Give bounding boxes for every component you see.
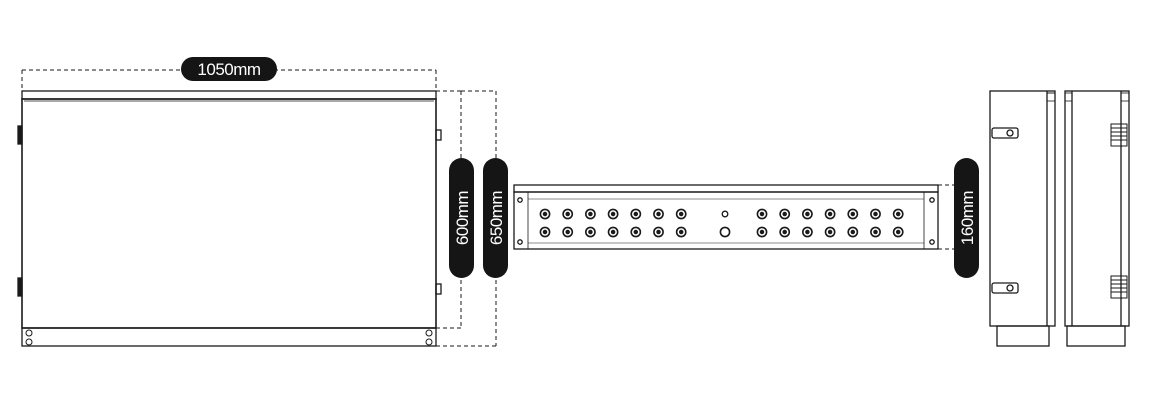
width-dimension: 1050mm bbox=[21, 57, 437, 91]
cable-gland bbox=[756, 208, 768, 220]
cable-glands bbox=[539, 208, 904, 238]
cable-gland-center bbox=[678, 229, 684, 235]
cable-gland bbox=[630, 208, 642, 220]
cable-gland bbox=[653, 226, 664, 238]
cable-gland bbox=[607, 208, 619, 220]
cable-gland-center bbox=[759, 211, 765, 217]
height-600-pill: 600mm bbox=[449, 158, 474, 278]
side-view-left bbox=[989, 90, 1056, 347]
front-view bbox=[17, 90, 442, 347]
cable-gland bbox=[847, 208, 859, 220]
cable-gland-center bbox=[656, 229, 661, 235]
cable-gland bbox=[824, 226, 836, 238]
cable-gland-center bbox=[895, 211, 901, 217]
cable-gland bbox=[539, 208, 551, 220]
height-650-pill: 650mm bbox=[483, 158, 508, 278]
cable-gland bbox=[719, 226, 731, 238]
height-600-label: 600mm bbox=[453, 191, 472, 246]
cable-gland bbox=[847, 226, 859, 238]
cable-gland-center bbox=[782, 229, 787, 235]
width-label: 1050mm bbox=[197, 60, 260, 79]
side-hinges bbox=[1110, 123, 1128, 299]
cable-gland bbox=[653, 208, 664, 220]
cable-gland-center bbox=[633, 229, 639, 235]
cable-gland-center bbox=[588, 229, 593, 235]
cable-gland-center bbox=[805, 229, 810, 235]
bottom-view bbox=[513, 184, 939, 250]
cable-gland bbox=[585, 226, 596, 238]
cable-gland bbox=[756, 226, 768, 238]
cable-gland-center bbox=[895, 229, 901, 235]
cable-gland-center bbox=[873, 229, 878, 235]
cable-gland-center bbox=[588, 211, 593, 217]
cable-gland-center bbox=[610, 229, 616, 235]
cable-gland bbox=[675, 208, 687, 220]
cable-gland-center bbox=[759, 229, 765, 235]
cable-gland bbox=[870, 226, 881, 238]
base-bolts bbox=[25, 329, 433, 346]
cable-gland bbox=[562, 226, 574, 238]
cable-gland bbox=[539, 226, 551, 238]
cable-gland-center bbox=[805, 211, 810, 217]
cable-gland-center bbox=[827, 229, 833, 235]
cable-gland-center bbox=[850, 211, 856, 217]
cable-gland bbox=[779, 226, 791, 238]
cable-gland-center bbox=[782, 211, 787, 217]
cable-gland bbox=[675, 226, 687, 238]
cable-gland-center bbox=[850, 229, 856, 235]
cable-gland-center bbox=[542, 229, 548, 235]
cable-gland bbox=[802, 208, 813, 220]
cable-gland bbox=[607, 226, 619, 238]
cable-gland bbox=[562, 208, 574, 220]
depth-dimension: 160mm bbox=[938, 158, 979, 278]
cable-gland-center bbox=[873, 211, 878, 217]
cable-gland-center bbox=[565, 211, 570, 217]
cable-gland bbox=[585, 208, 596, 220]
cable-gland-center bbox=[610, 211, 616, 217]
cable-gland-center bbox=[542, 211, 548, 217]
cable-gland bbox=[824, 208, 836, 220]
side-view-right bbox=[1064, 90, 1130, 347]
height-650-label: 650mm bbox=[487, 191, 506, 246]
cable-gland-center bbox=[565, 229, 570, 235]
depth-label: 160mm bbox=[958, 191, 977, 246]
cable-gland bbox=[779, 208, 791, 220]
cable-gland-center bbox=[656, 211, 661, 217]
cable-gland bbox=[870, 208, 881, 220]
side-latches bbox=[991, 127, 1019, 294]
cable-gland bbox=[630, 226, 642, 238]
cable-gland-center bbox=[678, 211, 684, 217]
cable-gland-center bbox=[827, 211, 833, 217]
cable-gland bbox=[892, 226, 904, 238]
cable-gland bbox=[802, 226, 813, 238]
cable-gland bbox=[892, 208, 904, 220]
cable-gland-center bbox=[633, 211, 639, 217]
